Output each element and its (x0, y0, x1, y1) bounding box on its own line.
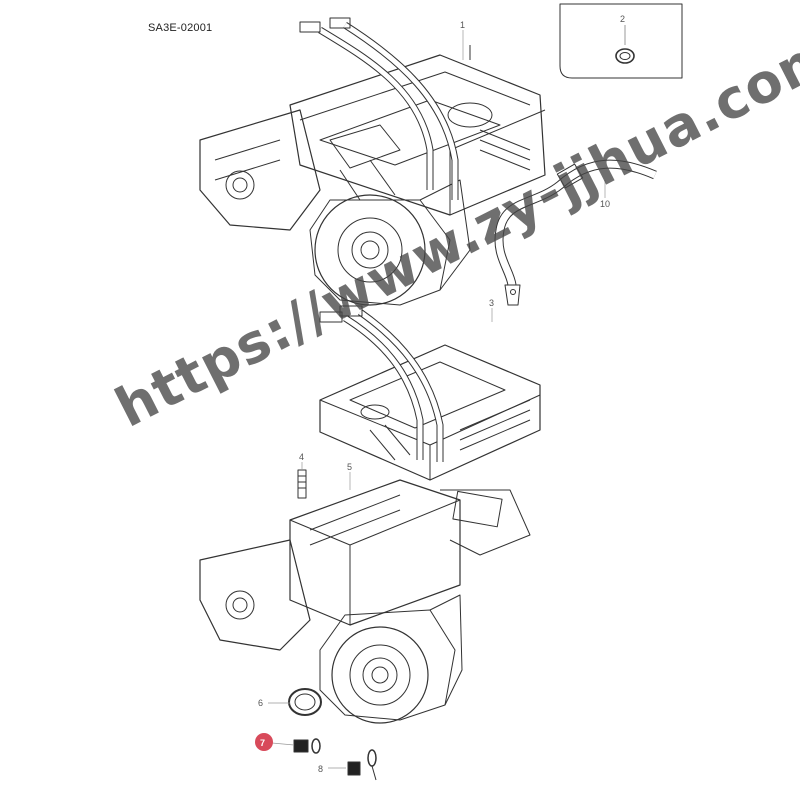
bolt-part-4 (297, 469, 307, 499)
drain-plug-part-7 (293, 738, 321, 754)
callout-5: 5 (347, 462, 352, 472)
leader-lines (268, 30, 606, 769)
callouts: 1 2 10 3 4 5 6 7 8 (255, 14, 625, 774)
inset-box (559, 3, 683, 79)
callout-7-highlight (255, 733, 273, 751)
o-ring-part-2 (615, 48, 635, 64)
coolant-hose-part-10 (494, 159, 657, 306)
drain-plug-part-8 (347, 749, 377, 781)
callout-3: 3 (489, 298, 494, 308)
callout-10: 10 (600, 199, 610, 209)
callout-8: 8 (318, 764, 323, 774)
callout-2: 2 (620, 14, 625, 24)
drive-unit-assembly (199, 17, 546, 306)
callout-7: 7 (260, 738, 265, 748)
motor-part-5 (199, 479, 531, 724)
callout-6: 6 (258, 698, 263, 708)
callout-4: 4 (299, 452, 304, 462)
diagram-code: SA3E-02001 (148, 22, 213, 34)
seal-part-6 (288, 688, 322, 716)
callout-1: 1 (460, 20, 465, 30)
inverter-part-3 (319, 305, 541, 481)
